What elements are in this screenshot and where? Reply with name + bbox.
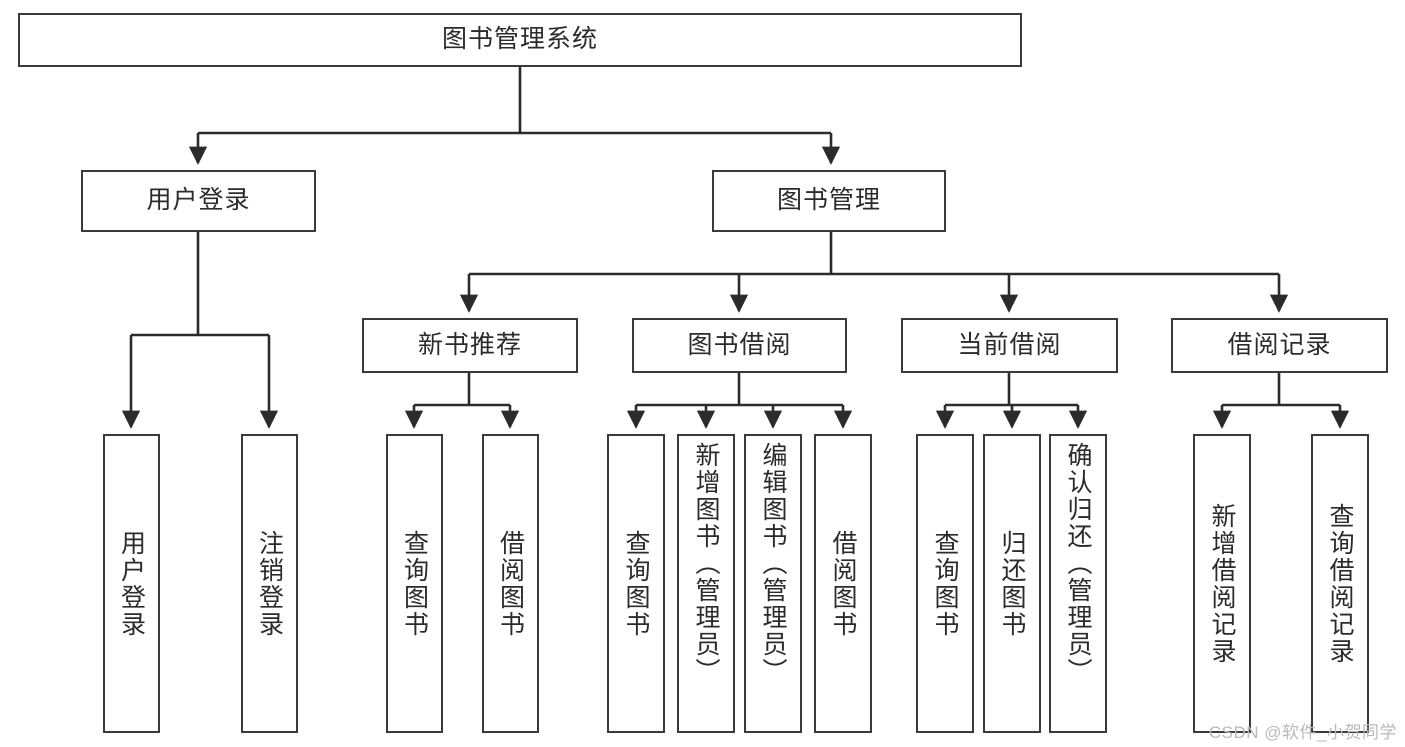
leaf-new-book-borrow-book[interactable]: 借阅图书 [482,434,539,733]
node-current-borrow[interactable]: 当前借阅 [901,318,1118,373]
node-label: 图书借阅 [687,330,792,359]
leaf-label: 确认归还（管理员） [1064,442,1092,685]
leaf-current-borrow-confirm-return-admin[interactable]: 确认归还（管理员） [1049,434,1107,733]
node-book-management[interactable]: 图书管理 [712,170,946,232]
leaf-new-book-query-book[interactable]: 查询图书 [386,434,443,733]
leaf-user-login-logout[interactable]: 注销登录 [241,434,298,733]
node-label: 当前借阅 [957,330,1062,359]
leaf-book-borrow-edit-book-admin[interactable]: 编辑图书（管理员） [744,434,802,733]
leaf-label: 用户登录 [117,529,146,638]
leaf-borrow-record-query-record[interactable]: 查询借阅记录 [1311,434,1369,733]
leaf-label: 查询图书 [622,529,650,638]
watermark: CSDN @软件_小贺同学 [1208,723,1397,742]
leaf-current-borrow-return-book[interactable]: 归还图书 [983,434,1041,733]
node-book-borrow[interactable]: 图书借阅 [632,318,847,373]
node-user-login[interactable]: 用户登录 [81,170,316,232]
leaf-book-borrow-borrow-book[interactable]: 借阅图书 [814,434,872,733]
leaf-label: 查询图书 [931,529,959,638]
leaf-book-borrow-query-book[interactable]: 查询图书 [607,434,665,733]
node-borrow-record[interactable]: 借阅记录 [1171,318,1388,373]
node-root-book-management-system[interactable]: 图书管理系统 [18,13,1022,67]
node-label: 图书管理 [776,186,881,215]
leaf-label: 新增图书（管理员） [692,442,720,685]
node-new-book-recommend[interactable]: 新书推荐 [362,318,578,373]
leaf-borrow-record-add-record[interactable]: 新增借阅记录 [1193,434,1251,733]
leaf-user-login-login[interactable]: 用户登录 [103,434,160,733]
leaf-label: 新增借阅记录 [1208,502,1236,665]
node-label: 新书推荐 [417,330,522,359]
leaf-label: 借阅图书 [496,529,525,638]
leaf-label: 编辑图书（管理员） [759,442,787,685]
leaf-current-borrow-query-book[interactable]: 查询图书 [916,434,974,733]
leaf-label: 归还图书 [998,529,1026,638]
leaf-label: 查询借阅记录 [1326,502,1354,665]
node-label: 用户登录 [146,186,251,215]
node-label: 借阅记录 [1227,330,1332,359]
leaf-book-borrow-add-book-admin[interactable]: 新增图书（管理员） [677,434,735,733]
node-label: 图书管理系统 [441,25,598,54]
leaf-label: 查询图书 [400,529,429,638]
leaf-label: 注销登录 [255,529,284,638]
leaf-label: 借阅图书 [829,529,857,638]
